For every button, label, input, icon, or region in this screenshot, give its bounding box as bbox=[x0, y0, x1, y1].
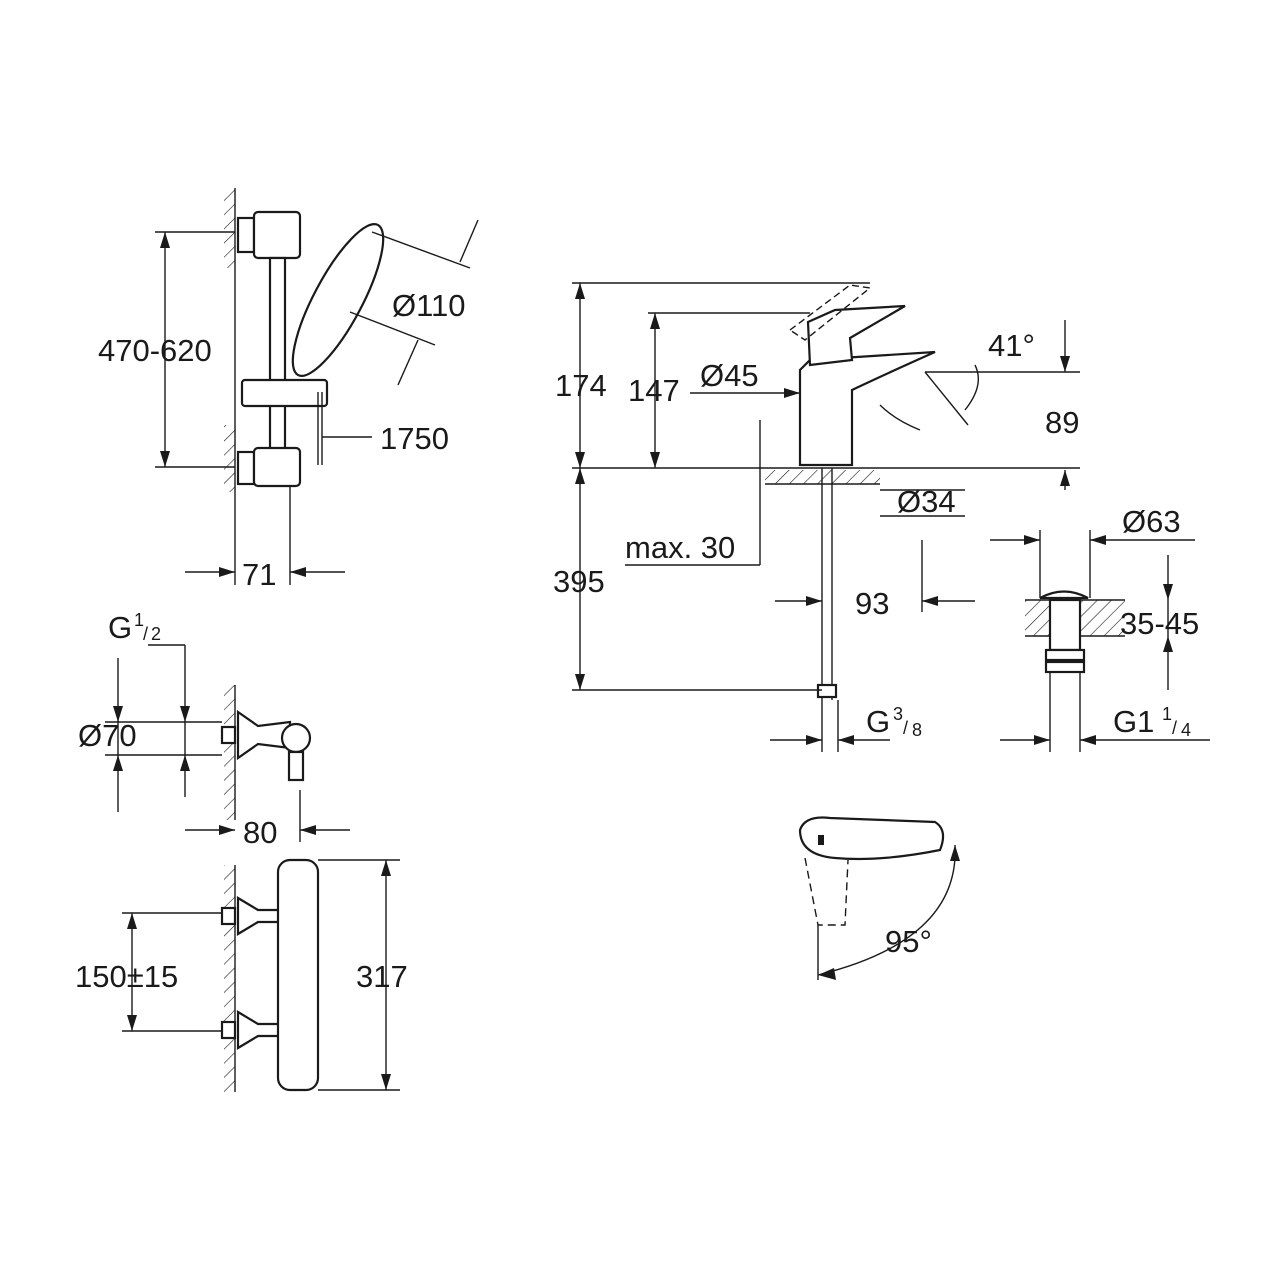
dim-thermostat-centres: 150±15 bbox=[75, 959, 178, 994]
dim-valve-rosette: Ø70 bbox=[78, 718, 137, 753]
fraction-slash: / bbox=[1172, 718, 1177, 738]
dim-rail-height: 470-620 bbox=[98, 333, 212, 368]
fraction-slash: / bbox=[143, 624, 148, 644]
dim-handshower-diameter: Ø110 bbox=[392, 288, 466, 323]
dim-valve-projection: 80 bbox=[243, 815, 277, 850]
dim-spout-angle: 41° bbox=[988, 328, 1035, 363]
dim-waste-thread-prefix: G1 bbox=[1113, 704, 1154, 739]
dim-waste-thread-num: 1 bbox=[1162, 704, 1172, 724]
dim-valve-thread-num: 1 bbox=[134, 610, 144, 630]
dim-waste-thread-den: 4 bbox=[1181, 720, 1191, 740]
dim-thermostat-length: 317 bbox=[356, 959, 408, 994]
dim-spout-reach: 93 bbox=[855, 586, 889, 621]
dim-rail-projection: 71 bbox=[242, 557, 276, 592]
shower-rail-drawing bbox=[155, 188, 479, 585]
dim-hose-length: 395 bbox=[553, 564, 605, 599]
dim-valve-thread-den: 2 bbox=[151, 624, 161, 644]
dim-spout-clearance: 89 bbox=[1045, 405, 1079, 440]
dim-lever-rotation: 95° bbox=[885, 924, 932, 959]
thermostat-drawing bbox=[122, 858, 400, 1092]
dim-total-height: 174 bbox=[555, 368, 607, 403]
dim-valve-thread-prefix: G bbox=[108, 610, 132, 645]
dim-hole-diameter: Ø34 bbox=[897, 484, 956, 519]
dim-waste-diameter: Ø63 bbox=[1122, 504, 1181, 539]
basin-mixer-drawing bbox=[572, 282, 1080, 752]
fraction-slash: / bbox=[903, 718, 908, 738]
dim-connection-num: 3 bbox=[893, 704, 903, 724]
dim-spout-height: 147 bbox=[628, 373, 680, 408]
dim-connection-prefix: G bbox=[866, 704, 890, 739]
dim-hose-length: 1750 bbox=[380, 421, 449, 456]
dim-max-deck: max. 30 bbox=[625, 530, 735, 565]
shower-valve-drawing bbox=[105, 644, 350, 842]
lever-top-view-drawing bbox=[798, 816, 960, 980]
waste-drawing bbox=[990, 530, 1210, 752]
dim-connection-den: 8 bbox=[912, 720, 922, 740]
dim-body-diameter: Ø45 bbox=[700, 358, 759, 393]
dim-waste-thickness: 35-45 bbox=[1120, 606, 1199, 641]
